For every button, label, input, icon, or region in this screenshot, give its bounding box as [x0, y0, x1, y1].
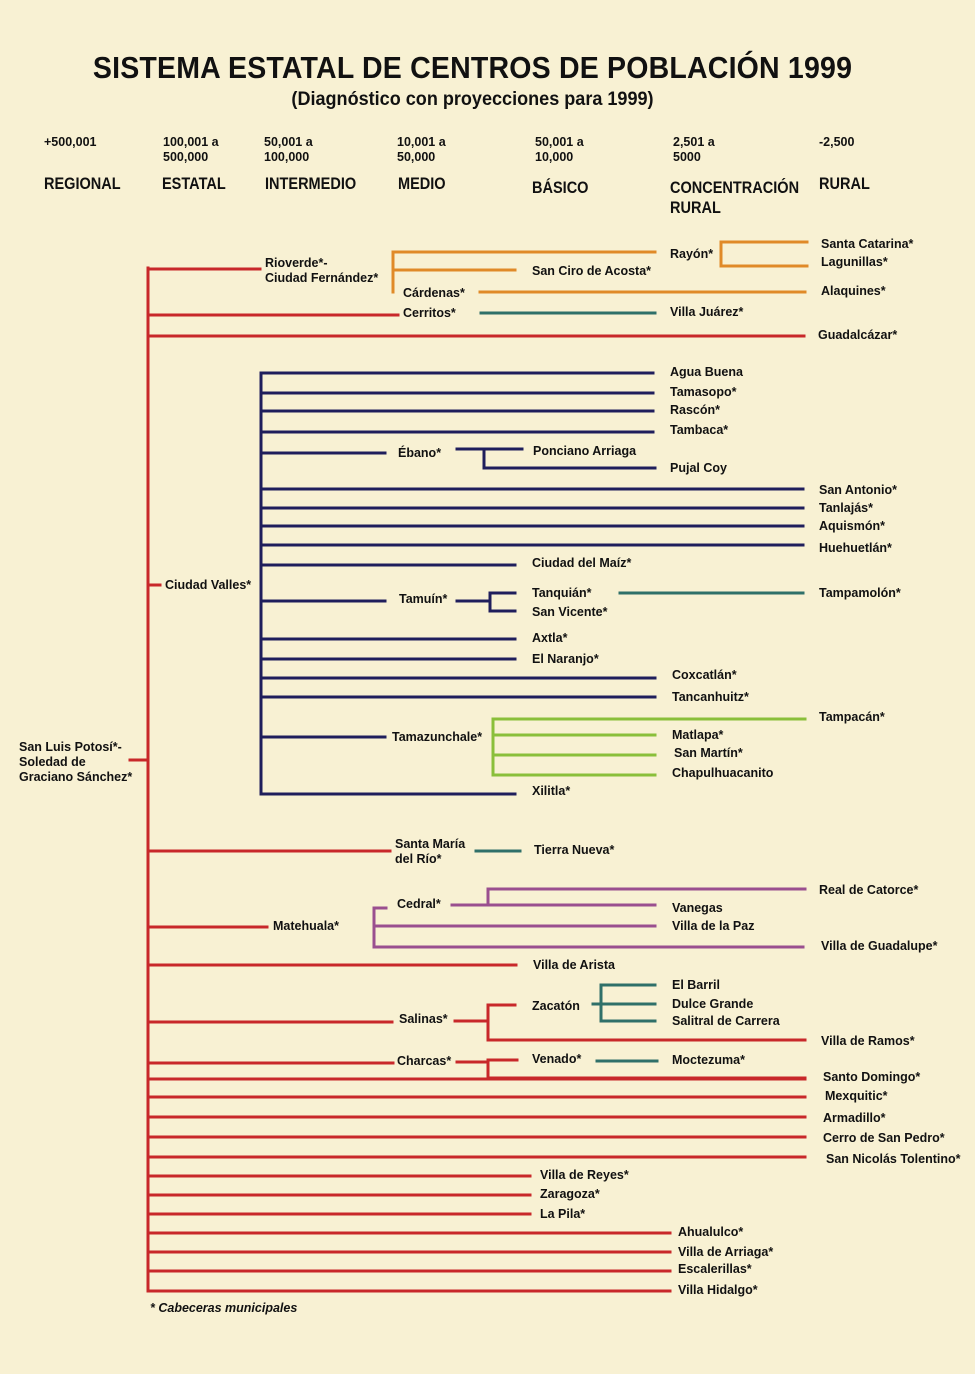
node-ciudad-maiz: Ciudad del Maíz* — [532, 556, 632, 570]
node-salinas: Salinas* — [399, 1012, 448, 1026]
level-estatal: ESTATAL — [162, 175, 226, 193]
node-salitral: Salitral de Carrera — [672, 1014, 780, 1028]
node-rioverde: Rioverde*- Ciudad Fernández* — [265, 256, 379, 285]
node-aquismon: Aquismón* — [819, 519, 885, 533]
node-tamasopo: Tamasopo* — [670, 385, 737, 399]
node-armadillo: Armadillo* — [823, 1111, 886, 1125]
node-santa-catarina: Santa Catarina* — [821, 237, 914, 251]
node-pujal: Pujal Coy — [670, 461, 727, 475]
node-vanegas: Vanegas — [672, 901, 723, 915]
node-cerro-san-pedro: Cerro de San Pedro* — [823, 1131, 945, 1145]
node-ahualulco: Ahualulco* — [678, 1225, 744, 1239]
node-san-ciro: San Ciro de Acosta* — [532, 264, 652, 278]
node-tampacan: Tampacán* — [819, 710, 885, 724]
node-villa-reyes: Villa de Reyes* — [540, 1168, 629, 1182]
footnote: * Cabeceras municipales — [150, 1301, 298, 1315]
range-medio: 10,001 a 50,000 — [397, 135, 446, 164]
node-coxcatlan: Coxcatlán* — [672, 668, 737, 682]
node-tanquian: Tanquián* — [532, 586, 592, 600]
node-santa-maria: Santa María del Río* — [395, 837, 466, 866]
level-basico: BÁSICO — [532, 179, 589, 197]
node-agua-buena: Agua Buena — [670, 365, 743, 379]
node-dulce-grande: Dulce Grande — [672, 997, 754, 1011]
node-moctezuma: Moctezuma* — [672, 1053, 745, 1067]
node-xilitla: Xilitla* — [532, 784, 571, 798]
level-concentracion-rural: CONCENTRACIÓN RURAL — [670, 179, 800, 217]
node-escalerillas: Escalerillas* — [678, 1262, 752, 1276]
node-matehuala: Matehuala* — [273, 919, 339, 933]
node-tambaca: Tambaca* — [670, 423, 729, 437]
node-zaragoza: Zaragoza* — [540, 1187, 600, 1201]
node-villa-ramos: Villa de Ramos* — [821, 1034, 915, 1048]
node-tanlajas: Tanlajás* — [819, 501, 873, 515]
node-tampamolon: Tampamolón* — [819, 586, 901, 600]
node-la-pila: La Pila* — [540, 1207, 586, 1221]
node-villa-arista: Villa de Arista — [533, 958, 615, 972]
node-charcas: Charcas* — [397, 1054, 452, 1068]
node-ciudad-valles: Ciudad Valles* — [165, 578, 252, 592]
node-cedral: Cedral* — [397, 897, 441, 911]
node-real-catorce: Real de Catorce* — [819, 883, 919, 897]
node-ponciano: Ponciano Arriaga — [533, 444, 637, 458]
level-regional: REGIONAL — [44, 175, 121, 193]
node-villa-paz: Villa de la Paz — [672, 919, 755, 933]
node-slp: San Luis Potosí*- Soledad de Graciano Sá… — [19, 740, 133, 784]
node-tierra-nueva: Tierra Nueva* — [534, 843, 615, 857]
node-cerritos: Cerritos* — [403, 306, 456, 320]
level-rural: RURAL — [819, 175, 870, 193]
range-concentracion: 2,501 a 5000 — [673, 135, 715, 164]
node-santo-domingo: Santo Domingo* — [823, 1070, 921, 1084]
node-tamazunchale: Tamazunchale* — [392, 730, 483, 744]
node-villa-guadalupe: Villa de Guadalupe* — [821, 939, 938, 953]
node-san-vicente: San Vicente* — [532, 605, 608, 619]
node-el-naranjo: El Naranjo* — [532, 652, 599, 666]
node-chapulhuacanito: Chapulhuacanito — [672, 766, 774, 780]
page-title: SISTEMA ESTATAL DE CENTROS DE POBLACIÓN … — [92, 50, 853, 85]
node-rascon: Rascón* — [670, 403, 721, 417]
node-ebano: Ébano* — [398, 446, 442, 460]
node-san-martin: San Martín* — [674, 746, 743, 760]
node-tamuin: Tamuín* — [399, 592, 448, 606]
level-intermedio: INTERMEDIO — [265, 175, 357, 193]
node-villa-hidalgo: Villa Hidalgo* — [678, 1283, 758, 1297]
node-villa-arriaga: Villa de Arriaga* — [678, 1245, 774, 1259]
node-alaquines: Alaquines* — [821, 284, 886, 298]
range-intermedio: 50,001 a 100,000 — [264, 135, 313, 164]
node-matlapa: Matlapa* — [672, 728, 724, 742]
range-regional: +500,001 — [44, 135, 97, 149]
level-medio: MEDIO — [398, 175, 446, 193]
range-rural: -2,500 — [819, 135, 855, 149]
node-cardenas: Cárdenas* — [403, 286, 465, 300]
range-basico: 50,001 a 10,000 — [535, 135, 584, 164]
node-axtla: Axtla* — [532, 631, 568, 645]
node-huehuetlan: Huehuetlán* — [819, 541, 892, 555]
node-mexquitic: Mexquitic* — [825, 1089, 888, 1103]
range-estatal: 100,001 a 500,000 — [163, 135, 219, 164]
node-san-nicolas: San Nicolás Tolentino* — [826, 1152, 961, 1166]
node-villa-juarez: Villa Juárez* — [670, 305, 744, 319]
page-subtitle: (Diagnóstico con proyecciones para 1999) — [291, 89, 654, 110]
node-zacaton: Zacatón — [532, 999, 580, 1013]
node-el-barril: El Barril — [672, 978, 720, 992]
node-san-antonio: San Antonio* — [819, 483, 898, 497]
node-lagunillas: Lagunillas* — [821, 255, 888, 269]
node-venado: Venado* — [532, 1052, 582, 1066]
node-guadalcazar: Guadalcázar* — [818, 328, 898, 342]
node-tancanhuitz: Tancanhuitz* — [672, 690, 749, 704]
node-rayon: Rayón* — [670, 247, 714, 261]
